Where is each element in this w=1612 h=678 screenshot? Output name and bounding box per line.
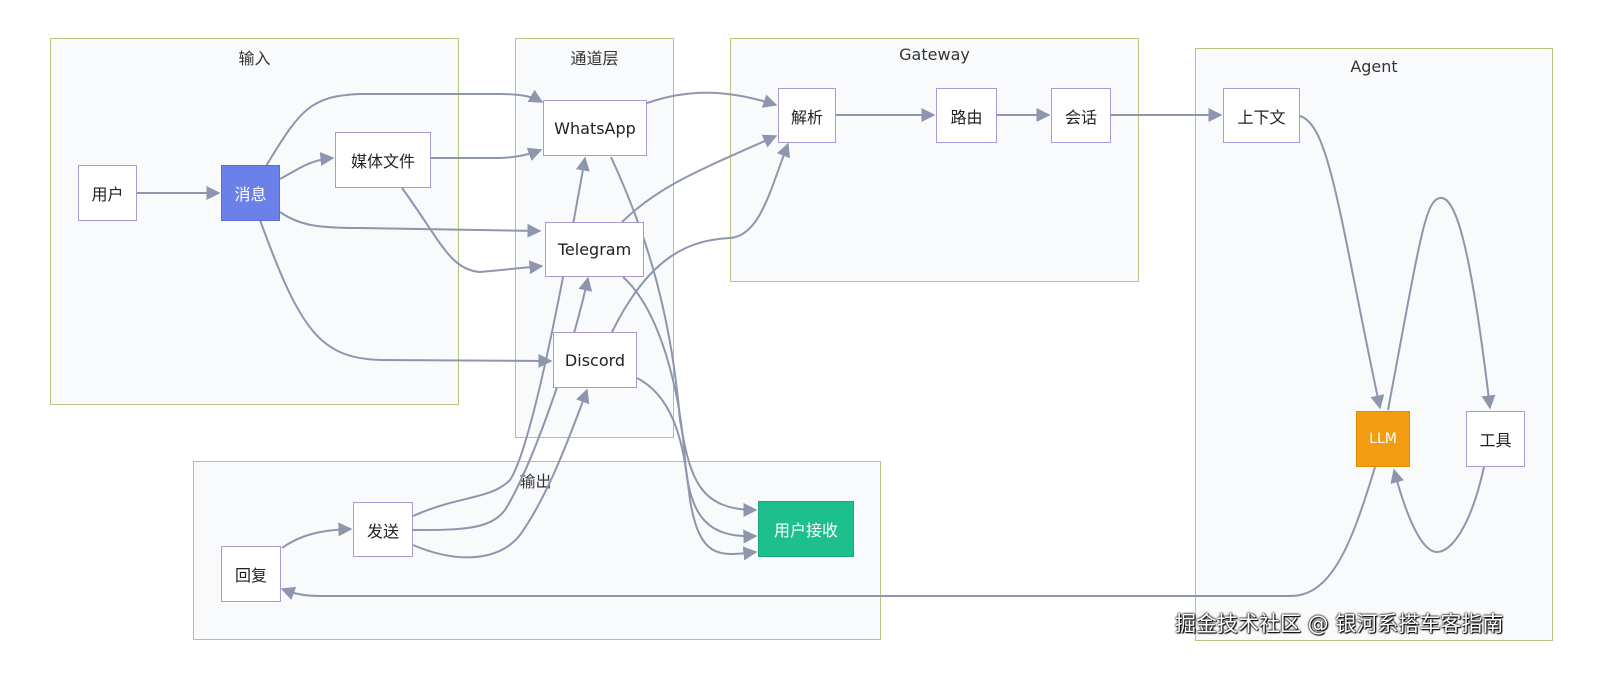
edge-send-discord xyxy=(412,388,590,559)
node-send[interactable]: 发送 xyxy=(353,502,413,557)
watermark: 掘金技术社区 @ 银河系搭车客指南 xyxy=(1175,612,1504,636)
cluster-input: 输入 xyxy=(50,38,459,405)
edge-whatsapp-parse xyxy=(646,91,778,108)
node-session[interactable]: 会话 xyxy=(1051,88,1111,143)
node-llm[interactable]: LLM xyxy=(1356,411,1410,467)
edge-media-whatsapp xyxy=(431,147,543,161)
edge-discord-parse xyxy=(611,142,790,333)
node-reply[interactable]: 回复 xyxy=(221,546,281,602)
edge-reply-send xyxy=(281,522,353,549)
cluster-agent-title: Agent xyxy=(1350,57,1398,76)
cluster-gateway-title: Gateway xyxy=(899,45,970,64)
node-user[interactable]: 用户 xyxy=(78,165,137,221)
node-whatsapp[interactable]: WhatsApp xyxy=(543,100,647,156)
edge-message-whatsapp xyxy=(265,89,544,167)
edge-telegram-receive xyxy=(622,276,758,544)
node-message[interactable]: 消息 xyxy=(221,165,280,221)
node-tools[interactable]: 工具 xyxy=(1466,411,1525,467)
cluster-agent: Agent xyxy=(1195,48,1553,641)
edge-message-telegram xyxy=(279,211,542,238)
node-media[interactable]: 媒体文件 xyxy=(335,132,431,188)
edge-llm-reply xyxy=(280,466,1376,600)
edge-llm-tools xyxy=(1387,196,1496,411)
node-discord[interactable]: Discord xyxy=(553,332,637,388)
cluster-channel-title: 通道层 xyxy=(570,49,619,68)
node-receive[interactable]: 用户接收 xyxy=(758,501,854,557)
node-telegram[interactable]: Telegram xyxy=(545,222,644,277)
edge-tools-llm xyxy=(1390,466,1485,554)
cluster-gateway: Gateway xyxy=(730,38,1139,282)
edge-message-media xyxy=(279,152,335,180)
edge-message-discord xyxy=(259,219,553,368)
edge-send-telegram xyxy=(412,276,593,531)
edge-media-telegram xyxy=(401,187,544,275)
node-route[interactable]: 路由 xyxy=(936,88,997,143)
edge-telegram-parse xyxy=(621,134,778,223)
node-context[interactable]: 上下文 xyxy=(1223,88,1300,143)
cluster-output-title: 输出 xyxy=(519,472,552,491)
edge-context-llm xyxy=(1299,115,1385,410)
cluster-input-title: 输入 xyxy=(238,49,271,68)
edge-discord-receive xyxy=(636,377,758,561)
node-parse[interactable]: 解析 xyxy=(778,88,836,143)
